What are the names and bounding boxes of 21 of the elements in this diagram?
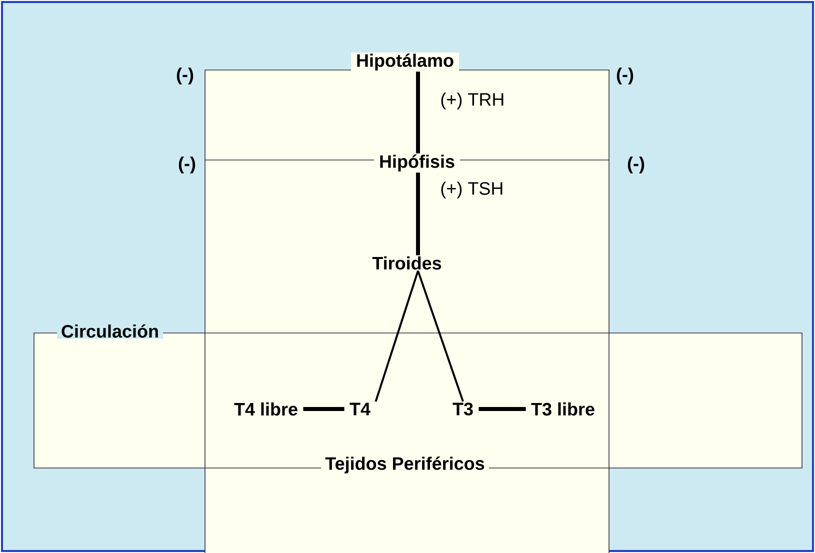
annotation: (-): [616, 68, 634, 84]
annotation: (-): [178, 156, 196, 174]
label-text: T3: [448, 402, 478, 416]
annotation: (+) TRH: [441, 92, 504, 110]
annotation: (-): [176, 68, 194, 84]
annotation: Circulación: [57, 323, 164, 339]
connector-line: [478, 407, 526, 411]
connector-line: [303, 407, 344, 411]
connector-line: [416, 72, 420, 154]
annotation: (-): [628, 156, 644, 174]
annotation: Tejidos Periféricos: [321, 456, 489, 474]
label-text: Hipotálamo: [351, 52, 459, 72]
connector-line: [416, 172, 420, 256]
label-text: Tiroides: [367, 255, 447, 271]
label-text: T4: [344, 402, 376, 416]
label-text: Hipófisis: [374, 154, 460, 172]
annotation: (+) TSH: [441, 182, 502, 198]
label-text: T4 libre: [229, 401, 303, 417]
connector-line: [374, 270, 419, 402]
label-text: T3 libre: [526, 401, 600, 417]
connector-line: [417, 270, 464, 402]
